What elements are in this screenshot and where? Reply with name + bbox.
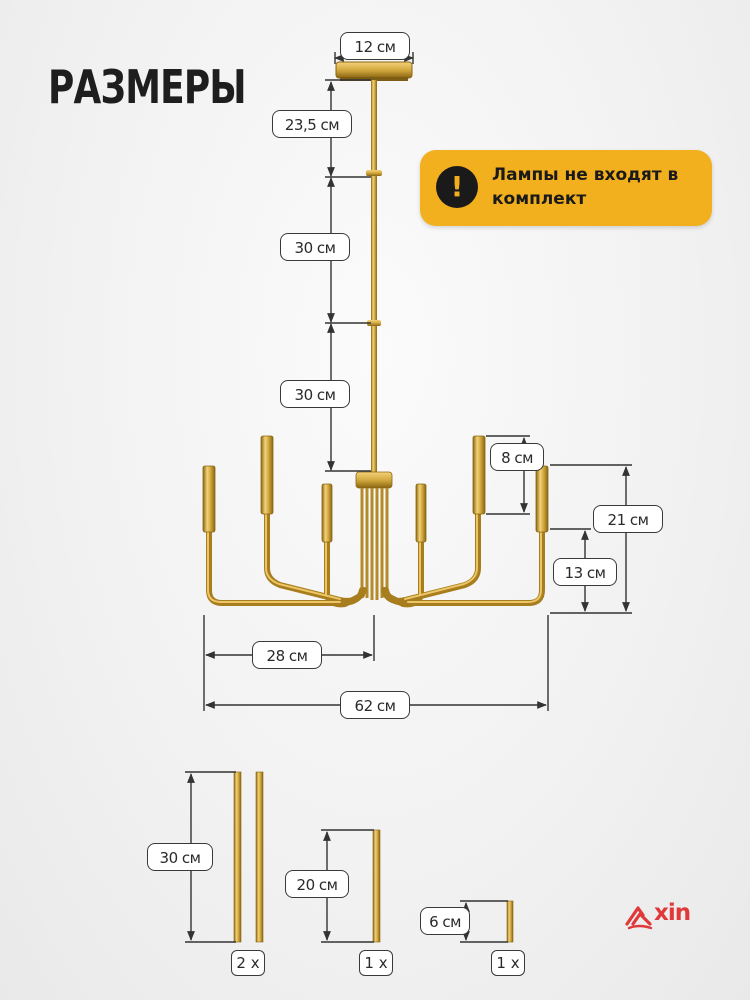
central-stem <box>371 80 377 475</box>
rod-length-label: 20 см <box>285 870 349 898</box>
notice-banner: ! Лампы не входят в комплект <box>420 150 712 226</box>
rod-length-label: 6 см <box>420 907 470 935</box>
stem-top-label: 23,5 см <box>272 110 352 138</box>
spare-rods <box>233 771 514 943</box>
canopy-width-label: 12 см <box>340 32 410 60</box>
holder-height-label: 8 см <box>490 443 544 471</box>
total-height-label: 21 см <box>593 505 663 533</box>
xin-logo-icon <box>625 906 653 930</box>
rod-dimension-lines <box>185 771 508 943</box>
stem-connector <box>366 170 382 176</box>
logo-text: xin <box>654 900 691 926</box>
arm-height-label: 13 см <box>553 558 617 586</box>
exclamation-icon: ! <box>436 166 478 208</box>
rod-length-label: 30 см <box>147 843 213 871</box>
rod-1-label: 30 см <box>280 233 350 261</box>
brand-logo: xin <box>624 900 704 934</box>
notice-text: Лампы не входят в комплект <box>492 165 679 209</box>
rod-quantity-label: 1 x <box>491 950 525 976</box>
lamp-holders <box>202 435 549 543</box>
chandelier-hub <box>355 471 393 489</box>
rod-quantity-label: 1 x <box>359 950 393 976</box>
dimension-lines <box>203 52 632 711</box>
stem-connector <box>367 320 381 326</box>
chandelier-arms <box>206 509 545 608</box>
full-width-label: 62 см <box>340 691 410 719</box>
ceiling-canopy <box>335 61 413 81</box>
hub-rods <box>360 488 389 600</box>
rod-2-label: 30 см <box>280 380 350 408</box>
half-width-label: 28 см <box>252 641 322 669</box>
rod-quantity-label: 2 x <box>231 950 265 976</box>
page-title: РАЗМЕРЫ <box>48 60 247 114</box>
